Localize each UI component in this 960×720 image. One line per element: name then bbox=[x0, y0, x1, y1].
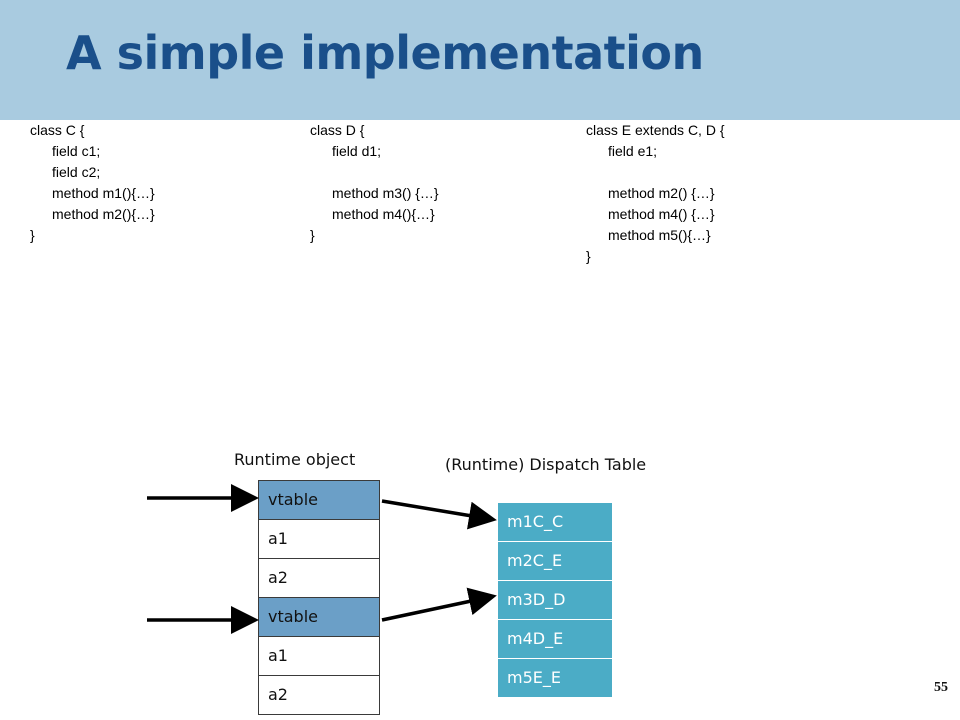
class-d-close: } bbox=[310, 227, 315, 243]
class-d-line: method m4(){…} bbox=[332, 206, 435, 222]
runtime-object-field-cell: a1 bbox=[258, 519, 380, 559]
class-e-close: } bbox=[586, 248, 591, 264]
class-d-code: class D { field d1; method m3() {…} meth… bbox=[310, 120, 439, 246]
slide-title: A simple implementation bbox=[66, 26, 704, 80]
class-d-line: method m3() {…} bbox=[332, 185, 439, 201]
dispatch-table-entry: m4D_E bbox=[497, 619, 613, 659]
class-e-header: class E extends C, D { bbox=[586, 122, 725, 138]
title-band bbox=[0, 0, 960, 120]
class-e-line: method m2() {…} bbox=[608, 185, 715, 201]
dispatch-table-entry: m1C_C bbox=[497, 502, 613, 542]
runtime-object-field-cell: a2 bbox=[258, 675, 380, 715]
class-c-code: class C { field c1; field c2; method m1(… bbox=[30, 120, 155, 246]
class-e-line: field e1; bbox=[608, 143, 658, 159]
class-c-line: method m1(){…} bbox=[52, 185, 155, 201]
dispatch-table-label: (Runtime) Dispatch Table bbox=[445, 455, 647, 474]
dispatch-table-entry: m2C_E bbox=[497, 541, 613, 581]
class-c-line: method m2(){…} bbox=[52, 206, 155, 222]
class-e-line: method m4() {…} bbox=[608, 206, 715, 222]
runtime-object-field-cell: a1 bbox=[258, 636, 380, 676]
dispatch-table-entry: m5E_E bbox=[497, 658, 613, 698]
class-c-line: field c2; bbox=[52, 164, 101, 180]
class-e-code: class E extends C, D { field e1; method … bbox=[586, 120, 725, 267]
vtable-arrow bbox=[381, 587, 497, 622]
class-c-close: } bbox=[30, 227, 35, 243]
class-d-header: class D { bbox=[310, 122, 365, 138]
vtable-arrow bbox=[381, 499, 497, 530]
runtime-object-vtable-cell: vtable bbox=[258, 597, 380, 637]
class-c-line: field c1; bbox=[52, 143, 101, 159]
page-number: 55 bbox=[934, 680, 948, 695]
class-e-line: method m5(){…} bbox=[608, 227, 711, 243]
class-c-header: class C { bbox=[30, 122, 85, 138]
class-d-line: field d1; bbox=[332, 143, 382, 159]
dispatch-table-entry: m3D_D bbox=[497, 580, 613, 620]
runtime-object-label: Runtime object bbox=[234, 450, 356, 469]
